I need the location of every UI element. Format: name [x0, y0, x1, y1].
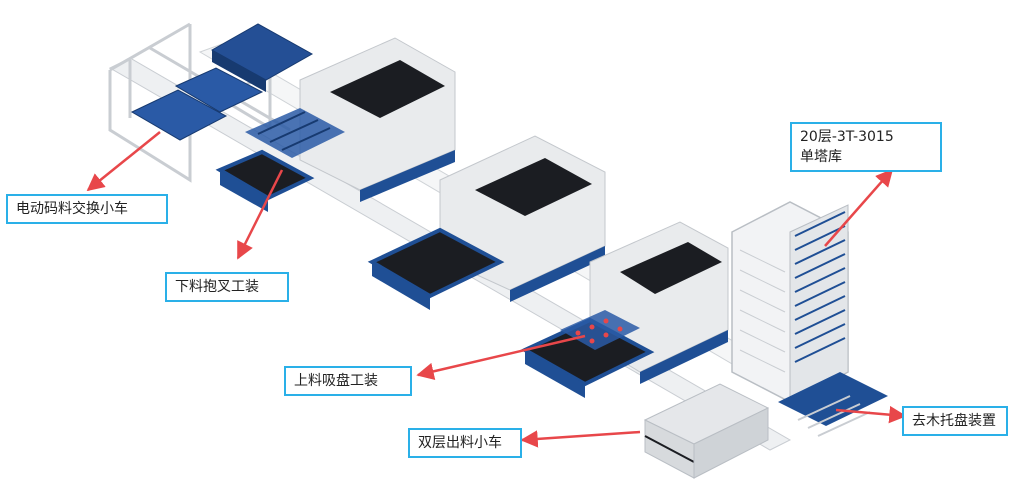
callout-arrows [86, 131, 907, 448]
pallet-remover [778, 372, 888, 437]
label-pallet-remove: 去木托盘装置 [902, 406, 1008, 436]
double-discharge-cart [643, 383, 770, 479]
suction-load-rig [560, 310, 640, 350]
fork-unload-rig [245, 108, 345, 158]
label-tower-line2: 单塔库 [800, 149, 842, 165]
tower-storage [731, 201, 849, 403]
laser-machine-1 [299, 37, 456, 202]
loading-table-2 [367, 227, 505, 310]
label-tower-line1: 20层-3T-3015 [800, 129, 894, 145]
label-suction-load: 上料吸盘工装 [284, 366, 412, 396]
loading-table-1 [215, 149, 315, 212]
label-tower-storage: 20层-3T-3015 单塔库 [790, 122, 942, 172]
exchange-cart-plates [130, 23, 314, 141]
label-double-cart: 双层出料小车 [408, 428, 522, 458]
label-exchange-cart: 电动码料交换小车 [6, 194, 168, 224]
label-fork-unload: 下料抱叉工装 [165, 272, 289, 302]
